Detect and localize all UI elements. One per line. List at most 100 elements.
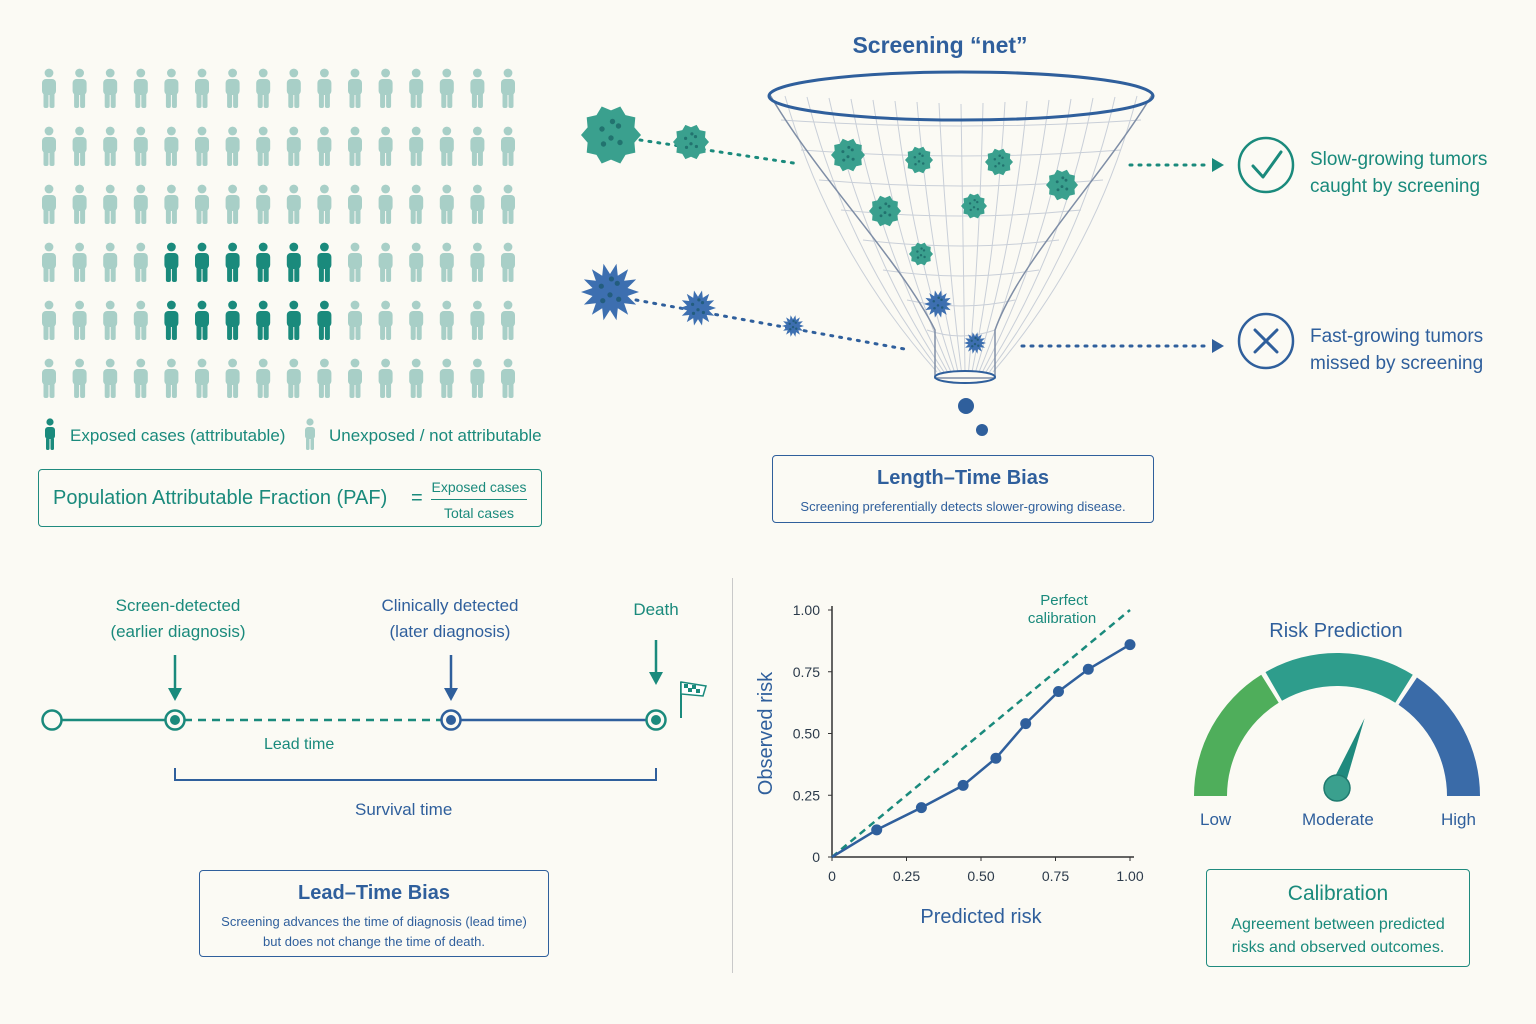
x-tick-label: 1.00: [1116, 868, 1143, 884]
unexposed-person-icon: [164, 184, 179, 224]
unexposed-person-icon: [348, 358, 362, 398]
lead-time-label: Lead time: [264, 736, 335, 753]
unexposed-person-icon: [409, 68, 424, 108]
calibration-point: [1082, 663, 1094, 675]
slow-tumor-icon: [831, 138, 865, 172]
unexposed-person-icon: [378, 300, 393, 340]
legend-exposed-label: Exposed cases (attributable): [70, 426, 286, 445]
unexposed-person-icon: [103, 68, 118, 108]
calibration-title: Calibration: [1287, 882, 1389, 905]
fast-tumor-icon: [782, 315, 804, 337]
unexposed-person-icon: [133, 300, 148, 340]
exposed-person-icon: [195, 242, 209, 282]
risk-prediction-title: Risk Prediction: [1269, 620, 1403, 642]
slow-tumor-icon: [869, 195, 901, 227]
exposed-person-icon: [164, 242, 179, 282]
unexposed-person-icon: [501, 68, 515, 108]
unexposed-person-icon: [256, 126, 271, 166]
unexposed-person-icon: [317, 184, 332, 224]
unexposed-person-icon: [439, 358, 454, 398]
calibration-line1: Agreement between predicted: [1231, 916, 1445, 933]
panel-divider: [732, 578, 733, 973]
unexposed-person-icon: [286, 68, 301, 108]
unexposed-person-icon: [348, 68, 362, 108]
lead-time-bias-line1: Screening advances the time of diagnosis…: [221, 914, 527, 929]
unexposed-person-icon: [348, 184, 362, 224]
y-axis-label: Observed risk: [755, 671, 777, 795]
gauge-needle: [1330, 718, 1365, 791]
exposed-person-icon: [256, 242, 271, 282]
unexposed-person-icon: [378, 184, 393, 224]
length-time-bias-title: Length–Time Bias: [877, 467, 1049, 489]
lead-time-timeline: [41, 640, 707, 781]
unexposed-person-icon: [72, 68, 87, 108]
unexposed-person-icon: [103, 358, 118, 398]
unexposed-person-icon: [439, 300, 454, 340]
unexposed-person-icon: [317, 68, 332, 108]
y-tick-label: 0.50: [793, 726, 820, 742]
unexposed-person-icon: [103, 300, 118, 340]
unexposed-person-icon: [225, 184, 240, 224]
unexposed-person-icon: [133, 68, 148, 108]
unexposed-person-icon: [195, 126, 209, 166]
unexposed-person-icon: [348, 300, 362, 340]
unexposed-person-icon: [409, 358, 424, 398]
x-tick-label: 0: [828, 868, 836, 884]
exposed-person-icon: [164, 300, 179, 340]
calibration-line2: risks and observed outcomes.: [1231, 939, 1445, 956]
unexposed-person-icon: [164, 126, 179, 166]
gauge-low-label: Low: [1200, 810, 1232, 829]
lead-time-bias-line2: but does not change the time of death.: [263, 934, 485, 949]
unexposed-person-icon: [195, 358, 209, 398]
screen-detected-line1: Screen-detected: [115, 596, 241, 615]
unexposed-person-icon: [133, 358, 148, 398]
slow-tumor-icon: [909, 242, 933, 266]
unexposed-person-icon: [409, 242, 424, 282]
exposed-legend-icon: [45, 418, 55, 450]
unexposed-person-icon: [225, 126, 240, 166]
unexposed-person-icon: [256, 358, 271, 398]
perfect-calibration-line: [831, 609, 1131, 858]
gauge-moderate-segment: [1265, 653, 1413, 703]
unexposed-person-icon: [103, 242, 118, 282]
y-tick-label: 1.00: [793, 602, 820, 618]
unexposed-person-icon: [378, 126, 393, 166]
unexposed-person-icon: [439, 184, 454, 224]
slow-tumor-icon: [581, 106, 641, 164]
unexposed-person-icon: [378, 68, 393, 108]
unexposed-person-icon: [501, 126, 515, 166]
unexposed-person-icon: [256, 68, 271, 108]
unexposed-person-icon: [72, 300, 87, 340]
slow-tumor-icon: [985, 148, 1013, 176]
exposed-person-icon: [317, 242, 332, 282]
unexposed-person-icon: [133, 126, 148, 166]
exposed-person-icon: [195, 300, 209, 340]
unexposed-person-icon: [42, 68, 56, 108]
slow-tumor-icon: [1046, 169, 1078, 201]
unexposed-person-icon: [103, 184, 118, 224]
unexposed-person-icon: [439, 242, 454, 282]
calibration-point: [1052, 686, 1064, 698]
gauge-high-segment: [1398, 677, 1480, 796]
unexposed-person-icon: [501, 358, 515, 398]
unexposed-person-icon: [348, 242, 362, 282]
unexposed-person-icon: [72, 184, 87, 224]
clinically-detected-line1: Clinically detected: [381, 596, 519, 615]
calibration-point: [915, 802, 927, 814]
fast-tumor-icon: [680, 290, 716, 326]
unexposed-person-icon: [42, 242, 56, 282]
paf-numerator: Exposed cases: [431, 479, 527, 495]
fast-tumor-line1: Fast-growing tumors: [1310, 326, 1484, 347]
unexposed-person-icon: [470, 68, 485, 108]
calibration-point: [990, 752, 1002, 764]
fast-tumor-label: Fast-growing tumors missed by screening: [1310, 323, 1483, 377]
x-tick-label: 0.75: [1042, 868, 1069, 884]
unexposed-person-icon: [470, 184, 485, 224]
calibration-point: [1020, 718, 1032, 730]
exposed-person-icon: [225, 300, 240, 340]
unexposed-person-icon: [72, 358, 87, 398]
lead-time-bias-title: Lead–Time Bias: [298, 882, 450, 904]
fraction-bar: [431, 499, 527, 501]
screen-detected-line2: (earlier diagnosis): [110, 622, 246, 641]
unexposed-person-icon: [72, 242, 87, 282]
